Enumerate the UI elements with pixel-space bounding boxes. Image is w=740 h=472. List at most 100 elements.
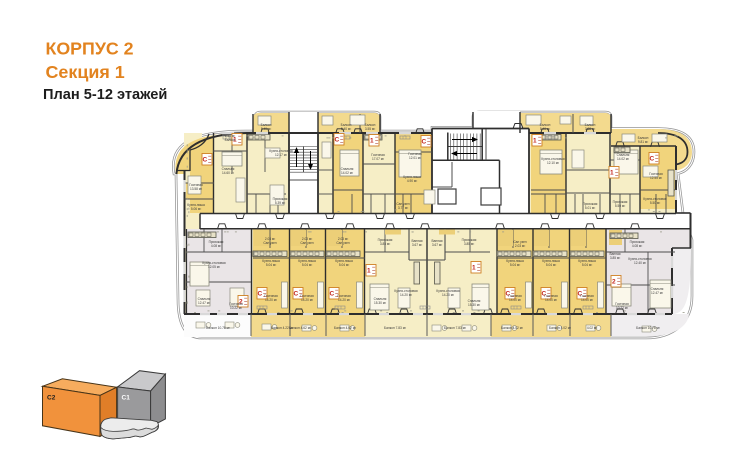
- svg-text:15.30 м²: 15.30 м²: [468, 303, 480, 307]
- svg-text:14.20 м²: 14.20 м²: [442, 293, 454, 297]
- svg-text:С: С: [293, 290, 298, 297]
- svg-text:2.03 м²: 2.03 м²: [265, 237, 275, 241]
- svg-text:2: 2: [239, 298, 243, 305]
- svg-text:Прихожая: Прихожая: [462, 238, 477, 242]
- svg-text:Прихожая: Прихожая: [630, 240, 645, 244]
- svg-text:Кухня-ниша: Кухня-ниша: [187, 203, 205, 207]
- svg-text:Балкон 4.62 м²: Балкон 4.62 м²: [334, 326, 356, 330]
- svg-text:12.47 м²: 12.47 м²: [651, 291, 663, 295]
- svg-text:Кухня-ниша: Кухня-ниша: [262, 259, 280, 263]
- svg-text:Спальня: Спальня: [198, 297, 211, 301]
- svg-text:1: 1: [370, 137, 374, 144]
- svg-text:4.08 м²: 4.08 м²: [632, 244, 642, 248]
- svg-text:4.02 м²: 4.02 м²: [587, 326, 597, 330]
- svg-text:14.60 м²: 14.60 м²: [222, 171, 234, 175]
- svg-text:3.67 м²: 3.67 м²: [432, 243, 442, 247]
- svg-text:1: 1: [610, 169, 614, 176]
- svg-text:С: С: [541, 290, 546, 297]
- svg-text:1: 1: [472, 264, 476, 271]
- svg-text:Балкон 4.02 м²: Балкон 4.02 м²: [501, 326, 523, 330]
- svg-text:1.35 м²: 1.35 м²: [225, 134, 235, 138]
- svg-text:С: С: [202, 156, 207, 163]
- svg-text:Балкон: Балкон: [540, 123, 551, 127]
- svg-text:С: С: [649, 155, 654, 162]
- svg-text:Гостиная: Гостиная: [544, 294, 558, 298]
- svg-text:5.50 м²: 5.50 м²: [615, 204, 625, 208]
- svg-text:Ванная: Ванная: [412, 239, 423, 243]
- svg-text:5.04 м²: 5.04 м²: [266, 263, 276, 267]
- svg-text:2.03 м²: 2.03 м²: [302, 237, 312, 241]
- svg-text:Кухня-столовая: Кухня-столовая: [394, 289, 417, 293]
- svg-text:Кухня-столовая: Кухня-столовая: [202, 261, 225, 265]
- svg-text:Кухня-ниша: Кухня-ниша: [578, 259, 596, 263]
- svg-text:Балкон: Балкон: [261, 123, 272, 127]
- svg-text:2.03 м²: 2.03 м²: [515, 244, 525, 248]
- svg-text:Балкон 4.62 м²: Балкон 4.62 м²: [289, 326, 311, 330]
- svg-text:4.90 м²: 4.90 м²: [407, 179, 417, 183]
- svg-text:Сан узел: Сан узел: [336, 241, 349, 245]
- svg-text:Спальня: Спальня: [651, 287, 664, 291]
- svg-text:С: С: [334, 136, 339, 143]
- svg-text:Гостиная: Гостиная: [189, 183, 203, 187]
- svg-text:Гостиная: Гостиная: [580, 294, 594, 298]
- svg-text:Балкон: Балкон: [638, 136, 649, 140]
- svg-text:Кухня-ниша: Кухня-ниша: [298, 259, 316, 263]
- svg-text:С: С: [421, 138, 426, 145]
- svg-text:С: С: [505, 290, 510, 297]
- svg-text:5.01 м²: 5.01 м²: [585, 206, 595, 210]
- svg-text:1: 1: [533, 137, 537, 144]
- svg-text:Кухня-столовая: Кухня-столовая: [436, 289, 459, 293]
- svg-text:Балкон 4.22 м²: Балкон 4.22 м²: [271, 326, 293, 330]
- svg-text:5.04 м²: 5.04 м²: [546, 263, 556, 267]
- svg-text:Спальня: Спальня: [374, 297, 387, 301]
- svg-text:Сан узел: Сан узел: [396, 202, 409, 206]
- svg-text:С: С: [257, 290, 262, 297]
- svg-text:14.00 м²: 14.00 м²: [581, 298, 593, 302]
- svg-text:Балкон: Балкон: [225, 138, 236, 142]
- svg-text:Гостиная: Гостиная: [649, 172, 663, 176]
- svg-text:5.04 м²: 5.04 м²: [339, 263, 349, 267]
- svg-text:14.00 м²: 14.00 м²: [509, 298, 521, 302]
- svg-text:14.02 м²: 14.02 м²: [341, 171, 353, 175]
- svg-text:2.03 м²: 2.03 м²: [338, 237, 348, 241]
- svg-text:Кухня-столовая: Кухня-столовая: [541, 157, 564, 161]
- svg-text:12.47 м²: 12.47 м²: [198, 301, 210, 305]
- svg-text:14.02 м²: 14.02 м²: [617, 157, 629, 161]
- svg-text:Балкон: Балкон: [585, 123, 596, 127]
- svg-text:Ванная: Ванная: [432, 239, 443, 243]
- svg-text:12.01 м²: 12.01 м²: [409, 156, 421, 160]
- svg-text:3.85 м²: 3.85 м²: [380, 242, 390, 246]
- svg-text:Гостиная: Гостиная: [371, 153, 385, 157]
- svg-text:12.40 м²: 12.40 м²: [634, 261, 646, 265]
- svg-text:Гостиная: Гостиная: [229, 302, 243, 306]
- svg-text:10.22 м²: 10.22 м²: [616, 306, 628, 310]
- svg-text:Кухня-столовая: Кухня-столовая: [269, 149, 292, 153]
- svg-text:9.81 м²: 9.81 м²: [638, 140, 648, 144]
- svg-text:12.05 м²: 12.05 м²: [208, 265, 220, 269]
- svg-text:С: С: [577, 290, 582, 297]
- svg-text:Балкон 10.78 м²: Балкон 10.78 м²: [206, 326, 230, 330]
- svg-text:Кухня-ниша: Кухня-ниша: [403, 175, 421, 179]
- svg-text:5.06 м²: 5.06 м²: [191, 207, 201, 211]
- svg-text:5.39 м²: 5.39 м²: [275, 201, 285, 205]
- svg-text:Кухня-столовая: Кухня-столовая: [628, 257, 651, 261]
- svg-text:Балкон: Балкон: [365, 123, 376, 127]
- svg-text:Сан узел: Сан узел: [263, 241, 276, 245]
- svg-text:Сан узел: Сан узел: [513, 240, 526, 244]
- svg-text:Ванная: Ванная: [610, 252, 621, 256]
- svg-text:3.88 м²: 3.88 м²: [585, 127, 595, 131]
- svg-text:Кухня-ниша: Кухня-ниша: [335, 259, 353, 263]
- svg-text:Гостиная: Гостиная: [408, 152, 422, 156]
- svg-text:Спальня: Спальня: [222, 167, 235, 171]
- svg-text:C1: C1: [122, 395, 131, 402]
- svg-text:17.07 м²: 17.07 м²: [372, 157, 384, 161]
- svg-text:КОРПУС 2: КОРПУС 2: [46, 38, 134, 58]
- svg-text:5.04 м²: 5.04 м²: [302, 263, 312, 267]
- svg-text:Балкон 7.83 м²: Балкон 7.83 м²: [384, 326, 406, 330]
- svg-text:3.55 м²: 3.55 м²: [365, 127, 375, 131]
- svg-text:Балкон 4.02 м²: Балкон 4.02 м²: [549, 326, 571, 330]
- svg-text:5.40 м²: 5.40 м²: [261, 127, 271, 131]
- svg-text:5.50 м²: 5.50 м²: [650, 201, 660, 205]
- svg-text:3.67 м²: 3.67 м²: [412, 243, 422, 247]
- svg-text:5.04 м²: 5.04 м²: [582, 263, 592, 267]
